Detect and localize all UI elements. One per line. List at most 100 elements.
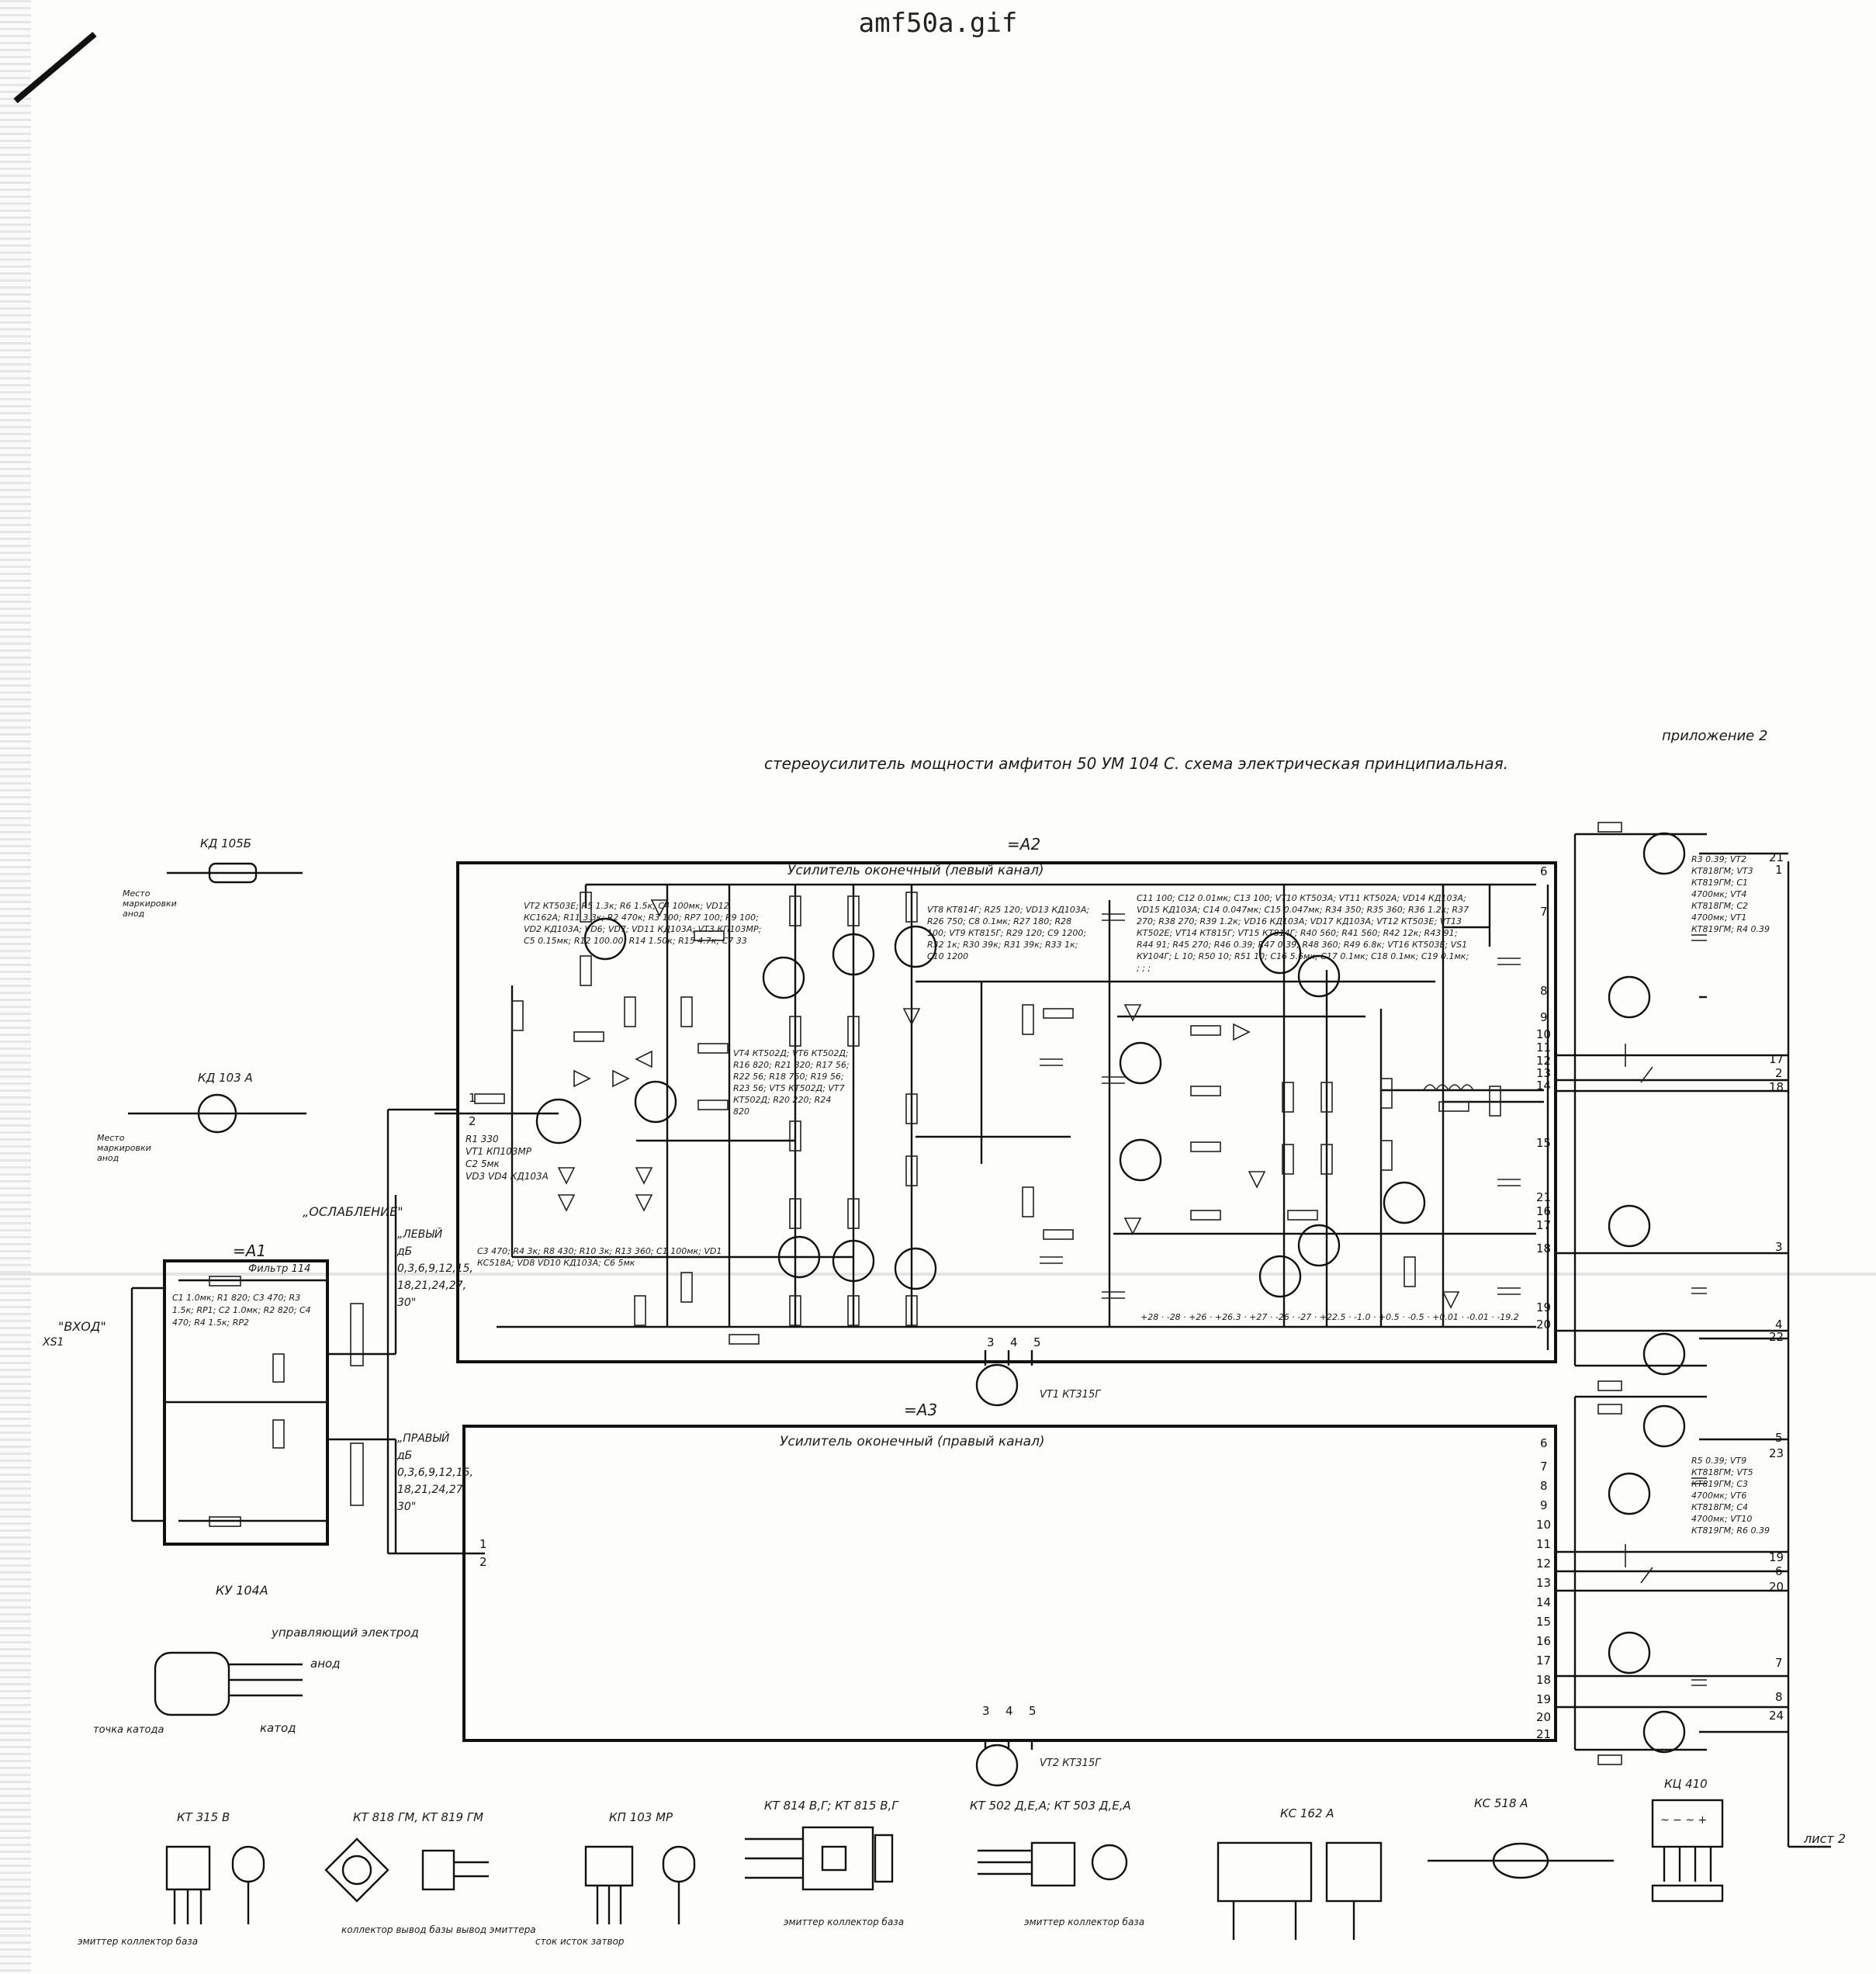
a2-vas-components: VT4 КТ502Д; VT6 КТ502Д; R16 820; R21 820… (733, 1048, 850, 1117)
svg-text:20: 20 (1536, 1710, 1551, 1724)
component-label: R40 560 (1300, 928, 1337, 938)
component-label: R27 180 (1013, 916, 1050, 926)
a2-wiring (434, 883, 1549, 1366)
right-output-top-labels: R3 0.39; VT2 КТ818ГМ; VT3 КТ819ГМ; C1 47… (1691, 854, 1770, 934)
svg-text:20: 20 (1536, 1318, 1551, 1332)
svg-text:9: 9 (1540, 1010, 1548, 1024)
component-label: R47 0.39 (1258, 940, 1297, 950)
svg-text:3: 3 (982, 1704, 990, 1718)
component-label: RP2 (232, 1318, 249, 1328)
component-label: R4 1.5к (194, 1318, 227, 1328)
component-label: R42 12к (1383, 928, 1419, 938)
component-label: C19 0.1мк (1421, 951, 1466, 961)
component-label: R13 360 (614, 1246, 651, 1256)
component-label: C5 0.15мк (524, 936, 569, 946)
component-label: R14 1.50к (628, 936, 673, 946)
component-label: R17 56 (815, 1060, 846, 1070)
svg-text:6: 6 (1775, 1564, 1783, 1578)
component-label: C17 0.1мк (1320, 951, 1365, 961)
voltage-label: +22.5 (1319, 1312, 1346, 1322)
svg-text:18: 18 (1769, 1080, 1784, 1094)
svg-text:2: 2 (479, 1555, 487, 1569)
component-label: C13 100 (1234, 893, 1270, 903)
component-label: C8 0.1мк (968, 916, 1008, 926)
component-label: VT12 КТ503Е (1376, 916, 1435, 926)
component-label: R20 220 (773, 1095, 809, 1105)
component-label: R5 0.39 (1691, 1456, 1725, 1466)
svg-text:13: 13 (1536, 1576, 1551, 1590)
component-label: R51 10 (1234, 951, 1265, 961)
pkg-kt814-name: КТ 814 В,Г; КТ 815 В,Г (764, 1799, 898, 1813)
kd103a-note: Место маркировки анод (97, 1133, 151, 1163)
component-label: VT6 КТ502Д (792, 1048, 846, 1058)
component-label: R19 56 (810, 1072, 841, 1082)
component-label: C2 4700мк (1691, 901, 1749, 923)
component-label: VT9 КТ818ГМ (1691, 1456, 1747, 1477)
component-label: VT4 КТ502Д (733, 1048, 787, 1058)
kd103a-name: КД 103 А (198, 1071, 253, 1085)
voltage-label: +26.3 (1214, 1312, 1241, 1322)
component-label: R31 39к (1003, 940, 1040, 950)
component-label: C4 100мк (658, 901, 701, 911)
component-label: VT8 КТ814Г (927, 905, 979, 915)
component-label: R34 350 (1325, 905, 1362, 915)
a2-small-parts (557, 899, 1521, 1309)
component-label: VT3 КП103МР (697, 924, 759, 934)
component-label: VD3 VD4 КД103А (466, 1171, 549, 1182)
svg-text:19: 19 (1769, 1550, 1784, 1564)
component-label: VT2 КТ503Е (524, 901, 576, 911)
component-label: VT10 КТ503А (1275, 893, 1334, 903)
ku104a-anode: анод (310, 1657, 341, 1671)
svg-text:20: 20 (1769, 1580, 1784, 1594)
component-label: C2 1.0мк (218, 1305, 258, 1315)
svg-text:2: 2 (469, 1114, 476, 1128)
component-label: VD13 КД103А (1025, 905, 1087, 915)
svg-text:3: 3 (1775, 1240, 1783, 1254)
component-label: C4 4700мк (1691, 1502, 1749, 1524)
right-output-bottom-labels: R5 0.39; VT9 КТ818ГМ; VT5 КТ819ГМ; C3 47… (1691, 1456, 1770, 1536)
input-connector-label: XS1 (43, 1336, 64, 1349)
component-label: C12 0.01мк (1178, 893, 1228, 903)
component-label: VT5 КТ502Д (769, 1083, 823, 1093)
svg-text:11: 11 (1536, 1041, 1551, 1055)
svg-text:22: 22 (1769, 1330, 1784, 1344)
pkg-kc518a-name: КС 518 А (1474, 1796, 1528, 1810)
svg-text:1: 1 (479, 1537, 487, 1551)
voltage-label: +28 (1140, 1312, 1159, 1322)
component-label: R49 6.8к (1343, 940, 1382, 950)
component-label: R2 470к (607, 913, 643, 923)
svg-text:11: 11 (1536, 1537, 1551, 1551)
component-label: R46 0.39 (1213, 940, 1253, 950)
sheet-label: лист 2 (1804, 1831, 1847, 1846)
component-label: RP7 100 (684, 913, 720, 923)
component-label: VD17 КД103А (1310, 916, 1372, 926)
component-label: R37 270 (1137, 905, 1469, 926)
component-label: C11 100 (1137, 893, 1173, 903)
pkg-kt818-pins: коллектор вывод базы вывод эмиттера (341, 1924, 536, 1935)
a2-input-components: R1 330 VT1 КП103МР C2 5мк VD3 VD4 КД103А (466, 1133, 559, 1183)
pkg-kc162a-name: КС 162 А (1280, 1806, 1334, 1820)
component-label: R3 100 (648, 913, 679, 923)
a2-stage1-components: VT2 КТ503Е; R5 1.3к; R6 1.5к; C4 100мк; … (524, 901, 762, 946)
component-label: VD11 КД103А (632, 924, 693, 934)
appendix-label: приложение 2 (1662, 728, 1768, 744)
component-label: C16 5.6мк (1270, 951, 1315, 961)
outer-pins: 21 1 17 2 18 3 4 22 5 23 19 6 20 7 8 24 (1769, 850, 1784, 1723)
voltage-label: +0.5 (1378, 1312, 1400, 1322)
component-label: R48 360 (1302, 940, 1338, 950)
component-label: VD12 КС162А (524, 901, 729, 923)
ext-vt1-label: VT1 КТ315Г (1040, 1389, 1101, 1401)
component-label: VT5 КТ819ГМ (1691, 1467, 1753, 1489)
voltage-label: -1.0 (1354, 1312, 1371, 1322)
a1-components: C1 1.0мк; R1 820; C3 470; R3 1.5к; RP1; … (172, 1293, 311, 1328)
component-label: R39 1.2к (1199, 916, 1238, 926)
svg-text:15: 15 (1536, 1615, 1551, 1629)
component-label: R8 430 (543, 1246, 574, 1256)
svg-text:13: 13 (1536, 1066, 1551, 1080)
component-label: VT7 КТ502Д (733, 1083, 845, 1105)
right-db-label: „ПРАВЫЙ дБ 0,3,6,9,12,15, 18,21,24,27, 3… (397, 1432, 473, 1513)
svg-text:18: 18 (1536, 1242, 1551, 1255)
input-label: "ВХОД" (58, 1319, 106, 1334)
component-label: C1 4700мк (1691, 878, 1749, 899)
